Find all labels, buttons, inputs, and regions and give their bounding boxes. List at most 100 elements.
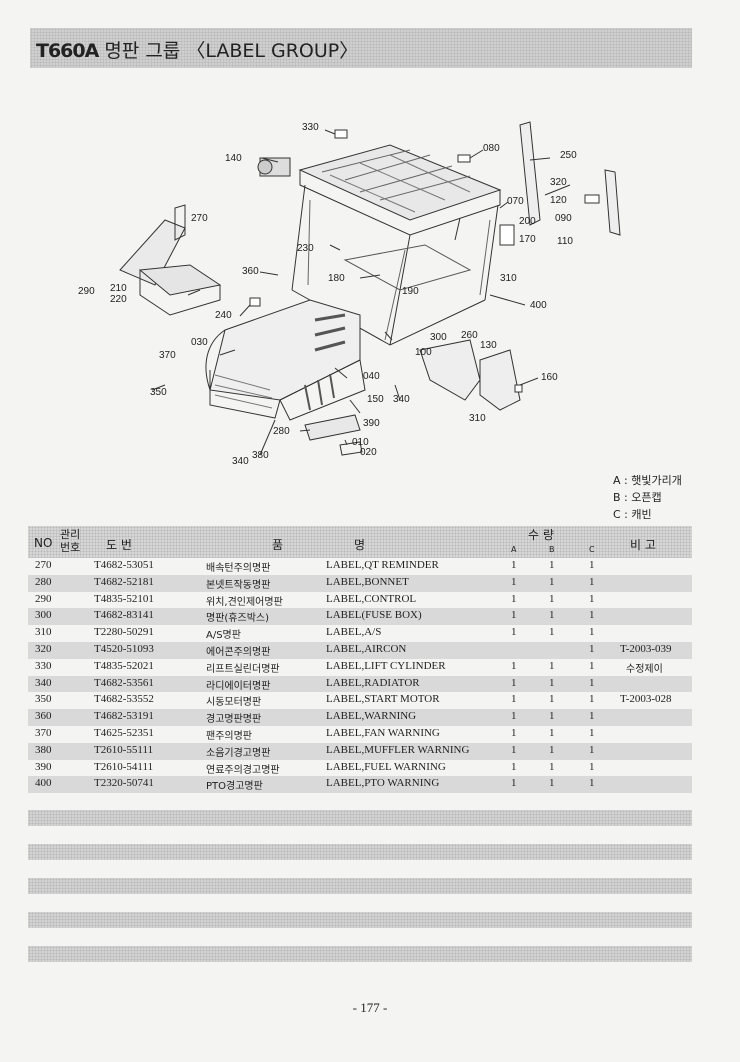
empty-row-band — [28, 878, 692, 894]
col-a: A — [511, 545, 517, 554]
cell-part: T4682-52181 — [94, 575, 154, 588]
cell-c: 1 — [589, 726, 595, 739]
table-row: 390 T2610-54111 연료주의경고명판 LABEL,FUEL WARN… — [28, 760, 692, 777]
empty-row-band — [28, 946, 692, 962]
legend-item-a: A : 햇빛가리개 — [613, 474, 682, 487]
cell-b: 1 — [549, 726, 555, 739]
cell-no: 320 — [35, 642, 52, 655]
cell-en: LABEL,PTO WARNING — [326, 777, 440, 790]
empty-row-band — [28, 844, 692, 860]
cell-part: T4625-52351 — [94, 726, 154, 739]
cell-part: T2320-50741 — [94, 777, 154, 790]
cell-kr: 배속턴주의명판 — [206, 563, 271, 574]
group-title: 명판 그룹 〈LABEL GROUP〉 — [104, 40, 359, 62]
table-row: 320 T4520-51093 에어콘주의명판 LABEL,AIRCON 1 T… — [28, 641, 692, 659]
cell-kr: 시동모터명판 — [206, 697, 262, 709]
table-row: 290 T4835-52101 위치,견인제어명판 LABEL,CONTROL … — [28, 592, 692, 609]
cell-remark: T-2003-028 — [620, 693, 672, 706]
cell-no: 270 — [35, 559, 52, 571]
cell-b: 1 — [549, 659, 555, 672]
cell-a: 1 — [511, 609, 517, 622]
cell-en: LABEL,FAN WARNING — [326, 726, 440, 739]
cell-b: 1 — [549, 626, 555, 639]
cell-no: 330 — [35, 659, 52, 672]
cell-b: 1 — [549, 559, 555, 571]
callout: 030 — [191, 337, 208, 348]
callout: 340 — [232, 456, 249, 467]
callout: 230 — [297, 243, 314, 254]
cell-kr: 본넷트작동명판 — [206, 579, 271, 591]
callout: 390 — [363, 418, 380, 429]
cell-part: T2280-50291 — [94, 626, 154, 639]
cell-c: 1 — [589, 676, 595, 689]
cell-c: 1 — [589, 710, 595, 723]
table-row: 270 T4682-53051 배속턴주의명판 LABEL,QT REMINDE… — [28, 558, 692, 575]
callout: 330 — [302, 122, 319, 133]
cell-c: 1 — [589, 575, 595, 588]
cell-no: 380 — [35, 743, 52, 756]
callout: 150 — [367, 394, 384, 405]
callout: 270 — [191, 213, 208, 224]
cell-kr: 에어콘주의명판 — [206, 646, 271, 658]
callout: 280 — [273, 426, 290, 437]
cell-b: 1 — [549, 676, 555, 689]
cell-a: 1 — [511, 559, 517, 571]
table-row: 310 T2280-50291 A/S명판 LABEL,A/S 1 1 1 — [28, 625, 692, 642]
callout: 100 — [415, 347, 432, 358]
cell-c: 1 — [589, 760, 595, 773]
cell-part: T4682-83141 — [94, 609, 154, 622]
table-row: 330 T4835-52021 리프트실린더명판 LABEL,LIFT CYLI… — [28, 659, 692, 676]
cell-a: 1 — [511, 659, 517, 672]
cell-b: 1 — [549, 710, 555, 723]
cell-en: LABEL(FUSE BOX) — [326, 609, 422, 622]
cell-no: 370 — [35, 726, 52, 739]
table-row: 300 T4682-83141 명판(휴즈박스) LABEL(FUSE BOX)… — [28, 608, 692, 626]
callout: 010 — [352, 437, 369, 448]
callout: 340 — [393, 394, 410, 405]
cell-en: LABEL,QT REMINDER — [326, 559, 439, 571]
cell-part: T4520-51093 — [94, 642, 154, 655]
cell-c: 1 — [589, 609, 595, 622]
cell-no: 400 — [35, 777, 52, 790]
callout: 290 — [78, 286, 95, 297]
cell-part: T4835-52021 — [94, 659, 154, 672]
col-manage: 관리번호 — [60, 528, 81, 554]
cell-en: LABEL,MUFFLER WARNING — [326, 743, 470, 756]
cell-b: 1 — [549, 575, 555, 588]
table-row: 400 T2320-50741 PTO경고명판 LABEL,PTO WARNIN… — [28, 776, 692, 794]
col-item: 품 — [272, 538, 284, 552]
col-drawing: 도 번 — [106, 538, 132, 552]
col-remark: 비 고 — [630, 538, 656, 552]
callout: 310 — [500, 273, 517, 284]
callout: 040 — [363, 371, 380, 382]
callout: 350 — [150, 387, 167, 398]
legend-item-b: B : 오픈캡 — [613, 491, 662, 504]
cell-kr: 위치,견인제어명판 — [206, 596, 283, 608]
cell-part: T4835-52101 — [94, 592, 154, 605]
model-name: T660A — [36, 40, 99, 62]
callout: 240 — [215, 310, 232, 321]
col-c: C — [589, 545, 595, 554]
callout: 370 — [159, 350, 176, 361]
cell-no: 350 — [35, 693, 52, 706]
cell-b: 1 — [549, 760, 555, 773]
callout: 220 — [110, 294, 127, 305]
tractor-cabin-drawing — [119, 121, 621, 456]
callout: 360 — [242, 266, 259, 277]
cell-en: LABEL,START MOTOR — [326, 693, 440, 706]
cell-part: T4682-53561 — [94, 676, 154, 689]
cell-c: 1 — [589, 559, 595, 571]
cell-no: 310 — [35, 626, 52, 639]
cell-part: T2610-55111 — [94, 743, 154, 756]
callout: 070 — [507, 196, 524, 207]
callout: 200 — [519, 216, 536, 227]
cell-b: 1 — [549, 609, 555, 622]
cell-part: T4682-53191 — [94, 710, 154, 723]
col-name: 명 — [354, 538, 366, 552]
cell-kr: A/S명판 — [206, 630, 241, 642]
cell-en: LABEL,BONNET — [326, 575, 409, 588]
cell-kr: 경고명판명판 — [206, 714, 262, 726]
cell-remark: T-2003-039 — [620, 642, 672, 655]
